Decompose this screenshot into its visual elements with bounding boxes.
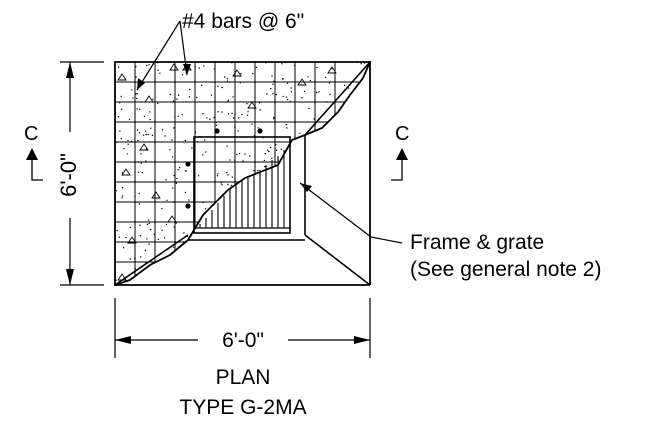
section-label-left: C (24, 123, 38, 145)
rebar-dots (185, 128, 263, 209)
concrete-cut-region (114, 61, 372, 287)
drawing-subtitle: TYPE G-2MA (179, 396, 306, 419)
drawing-title: PLAN (216, 366, 271, 389)
aggregate-triangles (117, 63, 337, 281)
wall-slope-lines (114, 61, 371, 286)
structure-outline (115, 62, 371, 286)
section-label-right: C (395, 123, 409, 145)
grate-bars (199, 150, 285, 228)
grate-note-line1: Frame & grate (410, 231, 544, 254)
frame-and-grate (193, 136, 291, 234)
section-marker-right: C (391, 123, 409, 181)
rebar-note: #4 bars @ 6" (182, 10, 304, 33)
grate-callout: Frame & grate (See general note 2) (299, 182, 601, 281)
dimension-horizontal-label: 6'-0" (222, 329, 264, 352)
section-arrow-up-icon (396, 148, 408, 160)
grate-note-line2: (See general note 2) (410, 258, 601, 281)
concrete-stipple (115, 62, 369, 285)
section-marker-left: C (24, 123, 43, 181)
rebar-grid (115, 62, 370, 285)
dimension-vertical: 6'-0" (56, 61, 104, 286)
dimension-horizontal: 6'-0" (114, 298, 371, 358)
rebar-callout: #4 bars @ 6" (136, 10, 304, 91)
section-arrow-up-icon (26, 148, 38, 160)
dimension-vertical-label: 6'-0" (56, 153, 81, 197)
